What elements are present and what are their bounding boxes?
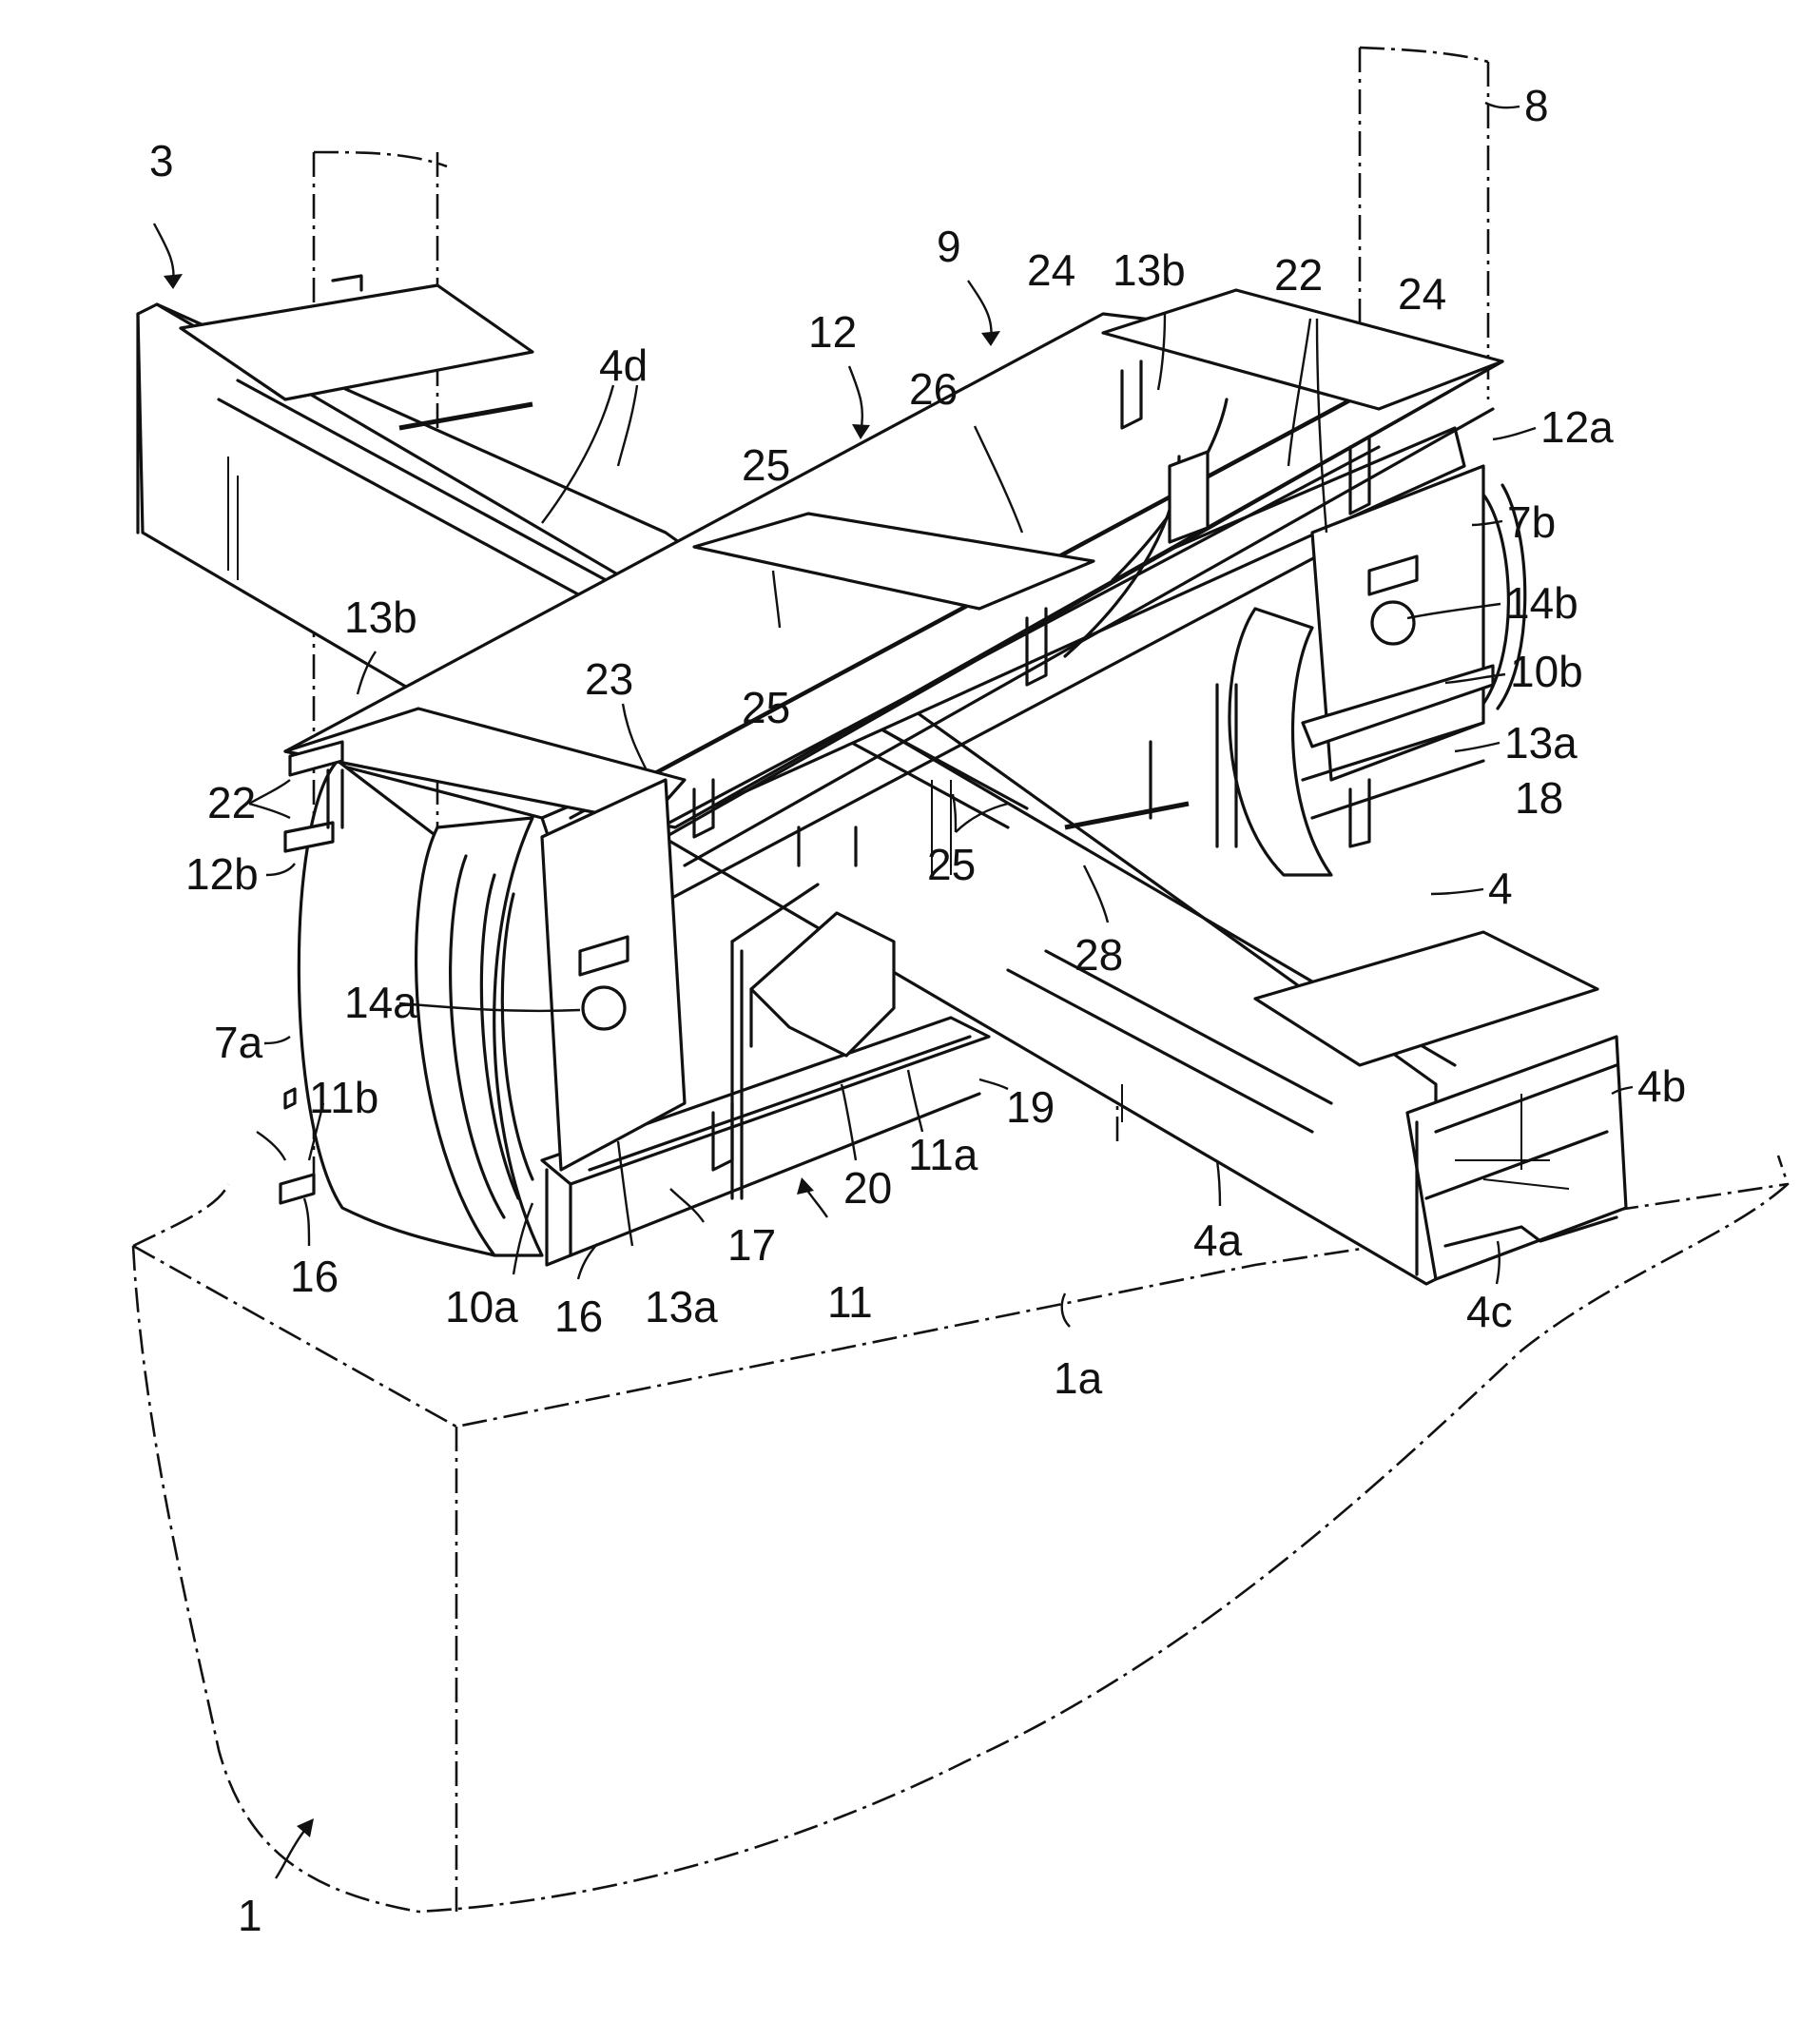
label-25-top: 25 [742, 440, 790, 490]
label-25-mid: 25 [742, 683, 790, 732]
label-14b: 14b [1505, 578, 1578, 628]
label-14a: 14a [344, 978, 417, 1027]
label-12b: 12b [185, 849, 259, 899]
label-3: 3 [149, 136, 174, 185]
axle-box-10a [542, 780, 685, 1170]
wheel-7a [299, 761, 542, 1255]
label-16-right: 16 [554, 1292, 603, 1341]
vehicle-body-outline [133, 1156, 1788, 1912]
label-7a: 7a [214, 1018, 263, 1067]
label-12a: 12a [1540, 402, 1614, 452]
label-20: 20 [843, 1163, 892, 1213]
label-18: 18 [1515, 773, 1563, 823]
label-13b-left: 13b [344, 593, 417, 642]
label-23: 23 [585, 654, 633, 704]
label-13b-top: 13b [1113, 245, 1186, 295]
label-4d: 4d [599, 340, 648, 390]
label-26: 26 [909, 364, 958, 414]
label-24-right: 24 [1398, 269, 1446, 319]
label-13a-right: 13a [1504, 718, 1578, 768]
label-4b: 4b [1637, 1061, 1686, 1111]
label-1: 1 [238, 1891, 262, 1940]
label-13a-bottom: 13a [645, 1282, 718, 1331]
label-22-left: 22 [207, 778, 256, 827]
label-11a: 11a [908, 1130, 978, 1179]
label-10b: 10b [1510, 647, 1583, 696]
label-8: 8 [1524, 81, 1549, 130]
label-17: 17 [727, 1220, 776, 1270]
label-4a: 4a [1193, 1215, 1243, 1265]
label-24-left: 24 [1027, 245, 1075, 295]
label-12: 12 [808, 307, 857, 357]
label-28: 28 [1075, 930, 1123, 980]
label-10a: 10a [445, 1282, 518, 1331]
label-4: 4 [1488, 864, 1513, 913]
label-25-bottom: 25 [927, 840, 976, 889]
arrow-1 [297, 1818, 314, 1837]
label-19: 19 [1006, 1082, 1055, 1132]
label-16-left: 16 [290, 1252, 339, 1301]
bolt-14a [583, 987, 625, 1029]
arrow-3 [164, 274, 183, 289]
arrow-12 [852, 424, 870, 439]
label-9: 9 [937, 222, 961, 271]
arrow-9 [981, 331, 1000, 346]
label-11b: 11b [309, 1073, 378, 1122]
label-4c: 4c [1466, 1287, 1513, 1336]
label-11: 11 [827, 1277, 873, 1327]
label-1a: 1a [1054, 1353, 1103, 1403]
bolt-14b [1372, 602, 1414, 644]
label-22-top: 22 [1274, 250, 1323, 300]
arrow-11 [797, 1177, 814, 1195]
label-7b: 7b [1507, 497, 1556, 547]
